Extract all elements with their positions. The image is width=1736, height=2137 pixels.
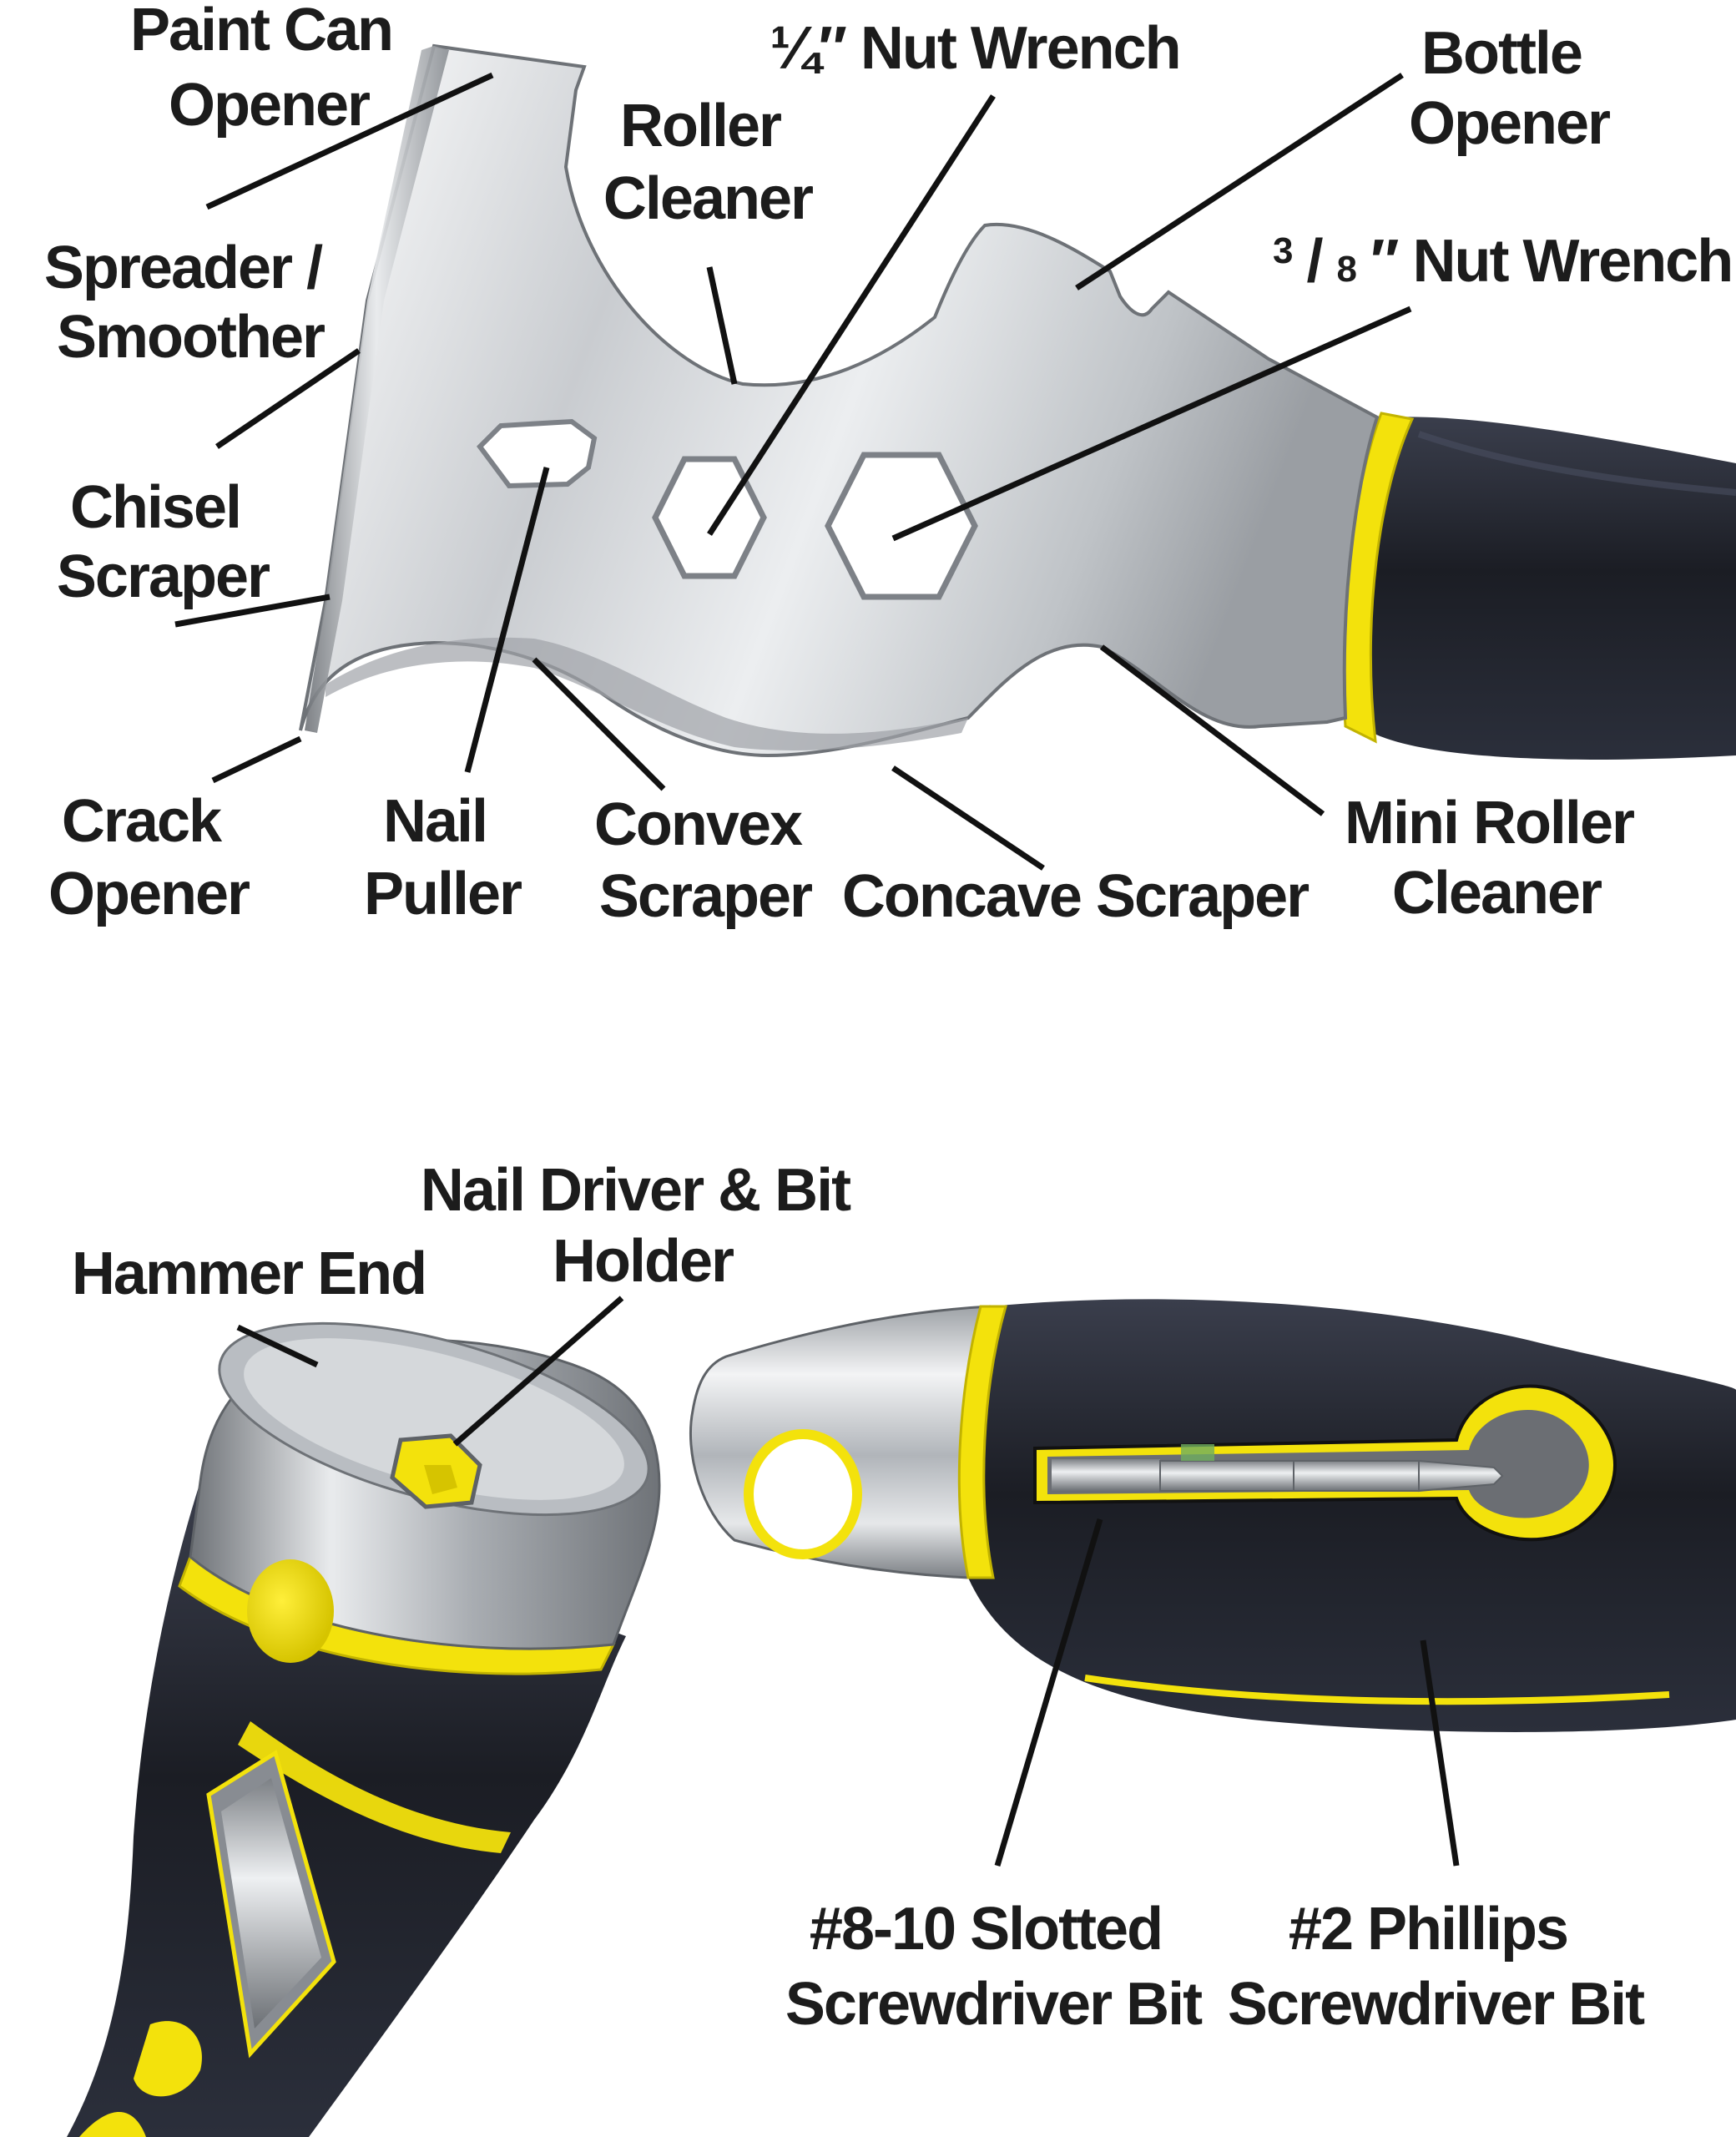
blade-illustration [299, 43, 1736, 760]
top-labels: Paint Can Opener ¼″ Nut Wrench Roller Cl… [44, 0, 1733, 930]
label-hammer-end: Hammer End [72, 1240, 426, 1307]
label-mini-roller-cleaner: Mini Roller Cleaner [1345, 790, 1648, 927]
label-slotted-bit: #8-10 Slotted Screwdriver Bit [785, 1896, 1203, 2038]
label-chisel-scraper: Chisel Scraper [57, 474, 270, 610]
label-nail-puller: Nail Puller [364, 788, 522, 927]
bottom-leader-lines [236, 1296, 1460, 1867]
blade-handle [1341, 412, 1736, 760]
label-crack-opener: Crack Opener [48, 788, 250, 927]
label-bottle-opener: Bottle Opener [1409, 20, 1610, 157]
three-eighths-hex-hole [825, 452, 978, 600]
label-roller-cleaner: Roller Cleaner [603, 93, 813, 232]
bottom-labels: Nail Driver & Bit Holder Hammer End #8-1… [72, 1157, 1647, 2038]
label-spreader-smoother: Spreader / Smoother [44, 235, 336, 371]
top-leader-lines [174, 72, 1412, 871]
label-quarter-nut-wrench: ¼″ Nut Wrench [770, 15, 1179, 82]
label-concave-scraper: Concave Scraper [842, 863, 1309, 930]
hammer-end-illustration [67, 1321, 661, 2137]
label-three-eighths-nut-wrench: 3 / 8 ″ Nut Wrench [1273, 210, 1732, 295]
label-paint-can-opener: Paint Can Opener [130, 0, 407, 139]
label-convex-scraper: Convex Scraper [594, 791, 816, 930]
label-nail-driver-bit-holder: Nail Driver & Bit Holder [421, 1157, 865, 1295]
label-phillips-bit: #2 Phillips Screwdriver Bit [1228, 1896, 1645, 2038]
blade-bevel-edge [305, 46, 449, 733]
handle-cutaway-illustration [689, 1299, 1736, 1732]
nail-puller-slot [477, 418, 598, 489]
